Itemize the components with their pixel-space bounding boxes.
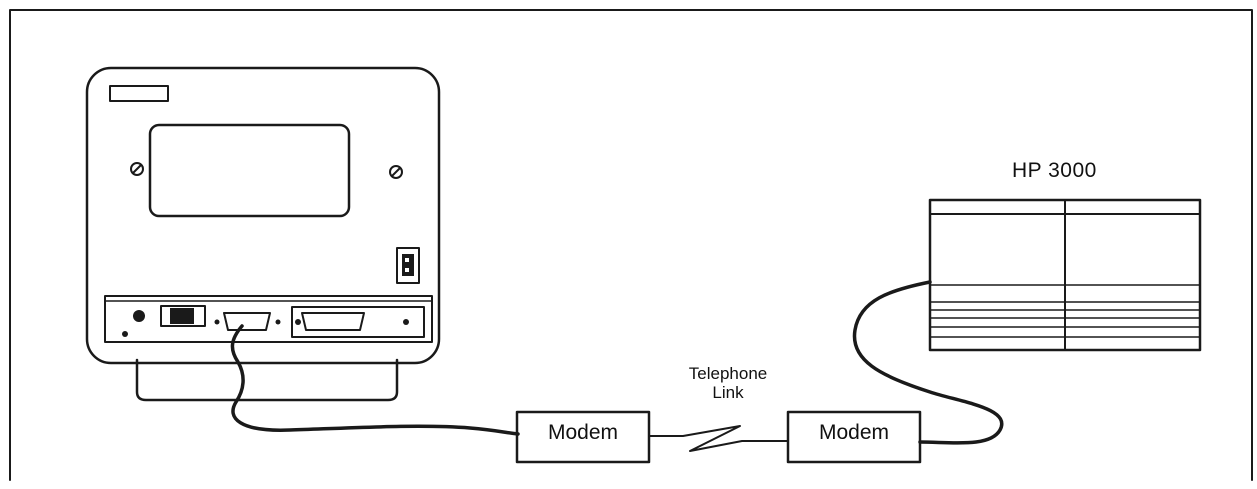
terminal-cable	[230, 324, 520, 436]
terminal-base	[135, 358, 399, 402]
screw-icon	[130, 162, 144, 176]
screw-icon	[389, 165, 403, 179]
hp3000-label: HP 3000	[1012, 159, 1097, 182]
aux-port-icon	[160, 305, 206, 327]
telephone-link-label: Telephone Link	[668, 364, 788, 402]
terminal-label-plate	[109, 85, 169, 102]
terminal-vent-panel	[148, 123, 351, 218]
modem-box	[786, 410, 922, 464]
hp3000-cabinet	[928, 198, 1202, 352]
terminal-rear-view	[85, 66, 441, 402]
terminal-housing	[85, 66, 441, 365]
expansion-slot	[291, 306, 425, 338]
modem-label: Modem	[818, 421, 890, 444]
modem-label: Modem	[547, 421, 619, 444]
host-cable	[852, 280, 1004, 445]
telephone-link-line	[648, 425, 789, 452]
serial-port-icon	[301, 312, 365, 331]
io-panel	[104, 295, 433, 343]
telephone-link-line1: Telephone	[688, 364, 768, 383]
power-socket-icon	[396, 247, 420, 284]
figure-frame	[9, 9, 1253, 481]
keyboard-port-icon	[122, 310, 145, 337]
telephone-link-line2: Link	[712, 383, 744, 402]
datacomm-port-icon	[223, 312, 271, 331]
